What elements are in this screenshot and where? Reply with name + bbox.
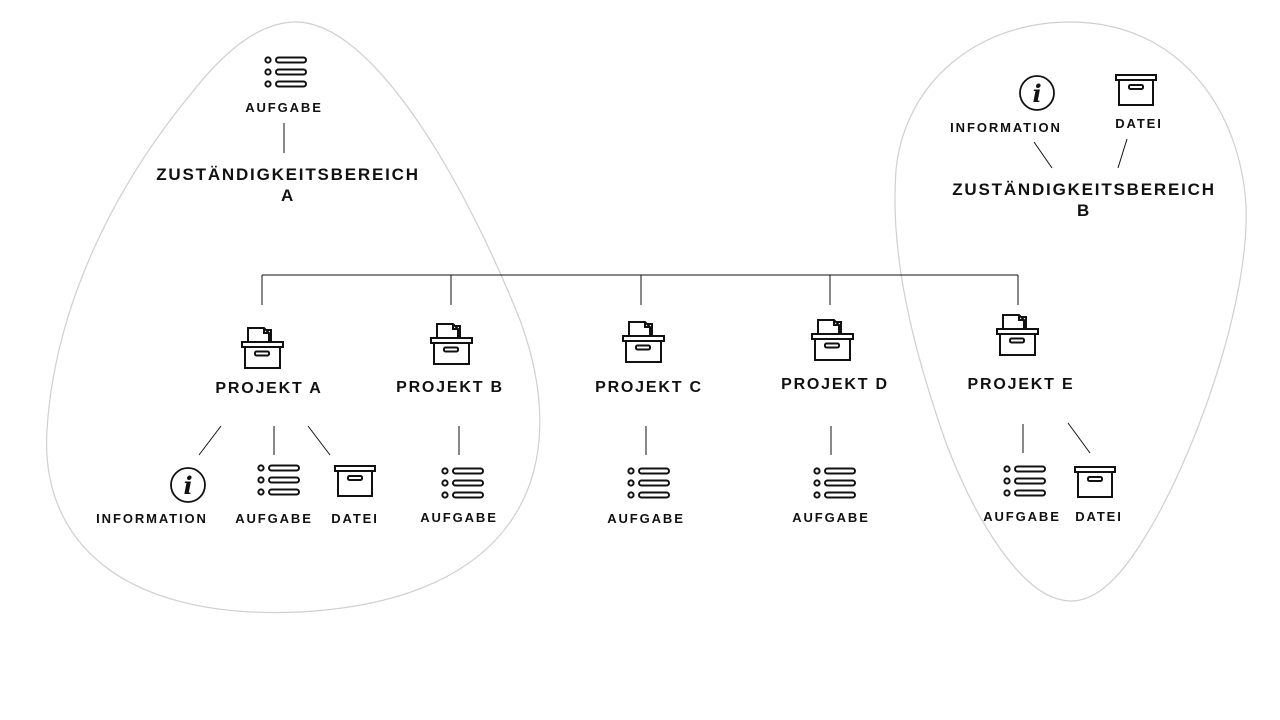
file-box-icon bbox=[334, 465, 376, 497]
project-a-child-label: INFORMATION bbox=[96, 511, 208, 526]
svg-text:i: i bbox=[1032, 79, 1041, 108]
project-box-icon bbox=[811, 319, 854, 361]
project-e-label: PROJEKT E bbox=[967, 376, 1075, 393]
project-e-child-label: DATEI bbox=[1075, 509, 1123, 524]
project-c-label: PROJEKT C bbox=[595, 379, 703, 396]
project-box-icon bbox=[996, 314, 1039, 356]
project-box-icon bbox=[430, 323, 473, 365]
area-b-title: ZUSTÄNDIGKEITSBEREICH B bbox=[952, 179, 1216, 221]
area-b-icon-label-file: DATEI bbox=[1115, 116, 1163, 131]
connector-line bbox=[1067, 422, 1091, 454]
info-icon: i bbox=[1019, 75, 1055, 111]
connector-line bbox=[1117, 138, 1128, 169]
project-d-label: PROJEKT D bbox=[781, 376, 889, 393]
area-a-title: ZUSTÄNDIGKEITSBEREICH A bbox=[156, 164, 420, 206]
connector-line bbox=[198, 425, 222, 456]
task-list-icon bbox=[813, 467, 856, 499]
project-d-child-label: AUFGABE bbox=[792, 510, 870, 525]
info-icon: i bbox=[170, 467, 206, 503]
project-c-child-label: AUFGABE bbox=[607, 511, 685, 526]
project-b-child-label: AUFGABE bbox=[420, 510, 498, 525]
project-a-label: PROJEKT A bbox=[215, 380, 323, 397]
area-a-outline bbox=[45, 21, 541, 614]
area-b-title-line1: ZUSTÄNDIGKEITSBEREICH bbox=[952, 180, 1216, 199]
area-b-icon-label-info: INFORMATION bbox=[950, 120, 1062, 135]
connector-line bbox=[1033, 141, 1053, 169]
project-a-child-label: AUFGABE bbox=[235, 511, 313, 526]
area-a-title-line2: A bbox=[280, 186, 296, 205]
file-box-icon bbox=[1074, 466, 1116, 498]
project-a-child-label: DATEI bbox=[331, 511, 379, 526]
project-box-icon bbox=[241, 327, 284, 369]
svg-text:i: i bbox=[183, 471, 192, 500]
area-a-title-line1: ZUSTÄNDIGKEITSBEREICH bbox=[156, 165, 420, 184]
file-box-icon bbox=[1115, 74, 1157, 106]
area-b-title-line2: B bbox=[1076, 201, 1092, 220]
task-list-icon bbox=[1003, 465, 1046, 497]
project-e-child-label: AUFGABE bbox=[983, 509, 1061, 524]
task-list-icon bbox=[627, 467, 670, 499]
connectors bbox=[198, 123, 1128, 456]
area-a-icon-label: AUFGABE bbox=[245, 100, 323, 115]
project-box-icon bbox=[622, 321, 665, 363]
task-list-icon bbox=[441, 467, 484, 499]
task-list-icon bbox=[264, 56, 307, 88]
connector-line bbox=[307, 425, 331, 456]
project-b-label: PROJEKT B bbox=[396, 379, 504, 396]
task-list-icon bbox=[257, 464, 300, 496]
area-b-outline bbox=[894, 21, 1247, 602]
